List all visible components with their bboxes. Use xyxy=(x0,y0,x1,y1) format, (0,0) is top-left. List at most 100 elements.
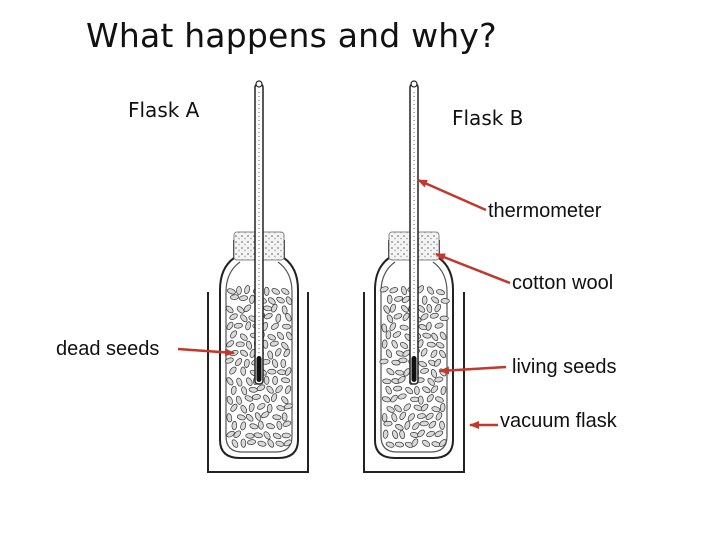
seed xyxy=(403,403,411,412)
seed xyxy=(422,332,432,339)
seed xyxy=(381,413,388,423)
seed xyxy=(257,403,266,410)
seed xyxy=(226,321,234,331)
seed xyxy=(402,295,410,304)
seed xyxy=(286,331,293,341)
seed xyxy=(435,341,445,349)
seed xyxy=(267,334,276,341)
seed xyxy=(390,394,398,403)
flask-a-inner-wall xyxy=(225,261,293,453)
seed xyxy=(267,350,274,360)
flask-a-thermometer xyxy=(254,80,264,385)
flask-a xyxy=(207,80,309,473)
seed xyxy=(418,395,424,405)
seed xyxy=(240,421,247,431)
seed xyxy=(258,420,264,430)
seed xyxy=(385,385,392,395)
seed xyxy=(283,403,293,410)
seed xyxy=(227,288,236,295)
seed xyxy=(248,387,258,393)
seed xyxy=(434,303,442,313)
seed xyxy=(422,386,431,394)
seed xyxy=(420,348,428,357)
seed xyxy=(230,294,240,300)
seed xyxy=(386,406,395,413)
flask-b-label: Flask B xyxy=(452,106,524,130)
seed xyxy=(251,394,261,400)
seed xyxy=(385,349,393,358)
seed xyxy=(431,332,439,341)
seed xyxy=(276,331,285,340)
seed xyxy=(224,357,234,364)
seed xyxy=(241,386,248,396)
seed xyxy=(426,286,434,295)
seed xyxy=(431,296,440,304)
seed xyxy=(397,393,407,400)
flask-a-container xyxy=(207,292,309,473)
seed xyxy=(226,340,235,348)
seed xyxy=(233,430,242,438)
seed xyxy=(416,413,426,419)
seed xyxy=(389,303,396,313)
flask-b-inner-wall xyxy=(380,261,448,453)
seed xyxy=(385,330,392,340)
seed xyxy=(280,358,287,369)
seed xyxy=(436,289,445,296)
seed xyxy=(397,376,406,384)
seed xyxy=(281,412,288,422)
thermometer-label: thermometer xyxy=(488,200,602,222)
seed xyxy=(257,440,267,447)
seed xyxy=(381,323,388,333)
thermometer-arrow xyxy=(417,178,487,212)
seed xyxy=(276,405,286,412)
vacuum-flask-label: vacuum flask xyxy=(500,410,617,432)
seed xyxy=(411,438,419,447)
seed xyxy=(421,439,431,447)
seed xyxy=(399,430,406,440)
seed xyxy=(230,403,238,412)
seed xyxy=(284,367,292,376)
seed xyxy=(235,341,245,348)
seed xyxy=(239,333,248,341)
seed xyxy=(412,422,420,430)
seed xyxy=(231,439,239,448)
seed xyxy=(403,368,411,377)
flask-a-label: Flask A xyxy=(128,98,200,122)
seed xyxy=(235,358,243,367)
flask-b-thermometer xyxy=(409,80,419,385)
seed xyxy=(401,286,407,295)
seed xyxy=(425,412,434,420)
seed xyxy=(226,377,234,386)
seed xyxy=(430,369,437,378)
dead-seeds-label: dead seeds xyxy=(56,338,160,360)
flask-b xyxy=(363,80,465,473)
seed xyxy=(434,430,444,437)
seed xyxy=(386,314,394,324)
seed xyxy=(267,439,275,448)
seed xyxy=(261,411,270,419)
seed xyxy=(435,396,444,403)
seed xyxy=(244,285,251,295)
seed xyxy=(382,378,392,385)
seed xyxy=(274,348,282,357)
cotton-wool-label: cotton wool xyxy=(512,272,614,294)
seed xyxy=(230,385,237,395)
seed xyxy=(427,378,435,386)
seed xyxy=(394,404,402,413)
seed xyxy=(264,312,273,320)
seed xyxy=(240,405,248,414)
seed xyxy=(285,296,293,305)
seed xyxy=(429,312,439,319)
seed xyxy=(398,357,408,364)
seed xyxy=(440,298,450,304)
seed xyxy=(253,432,263,439)
seed xyxy=(271,303,278,313)
seed xyxy=(269,340,279,347)
seed xyxy=(420,368,429,374)
seed xyxy=(245,414,254,422)
seed xyxy=(407,413,415,422)
flask-b-container xyxy=(363,292,465,473)
seed xyxy=(256,384,266,391)
seed xyxy=(435,412,443,421)
